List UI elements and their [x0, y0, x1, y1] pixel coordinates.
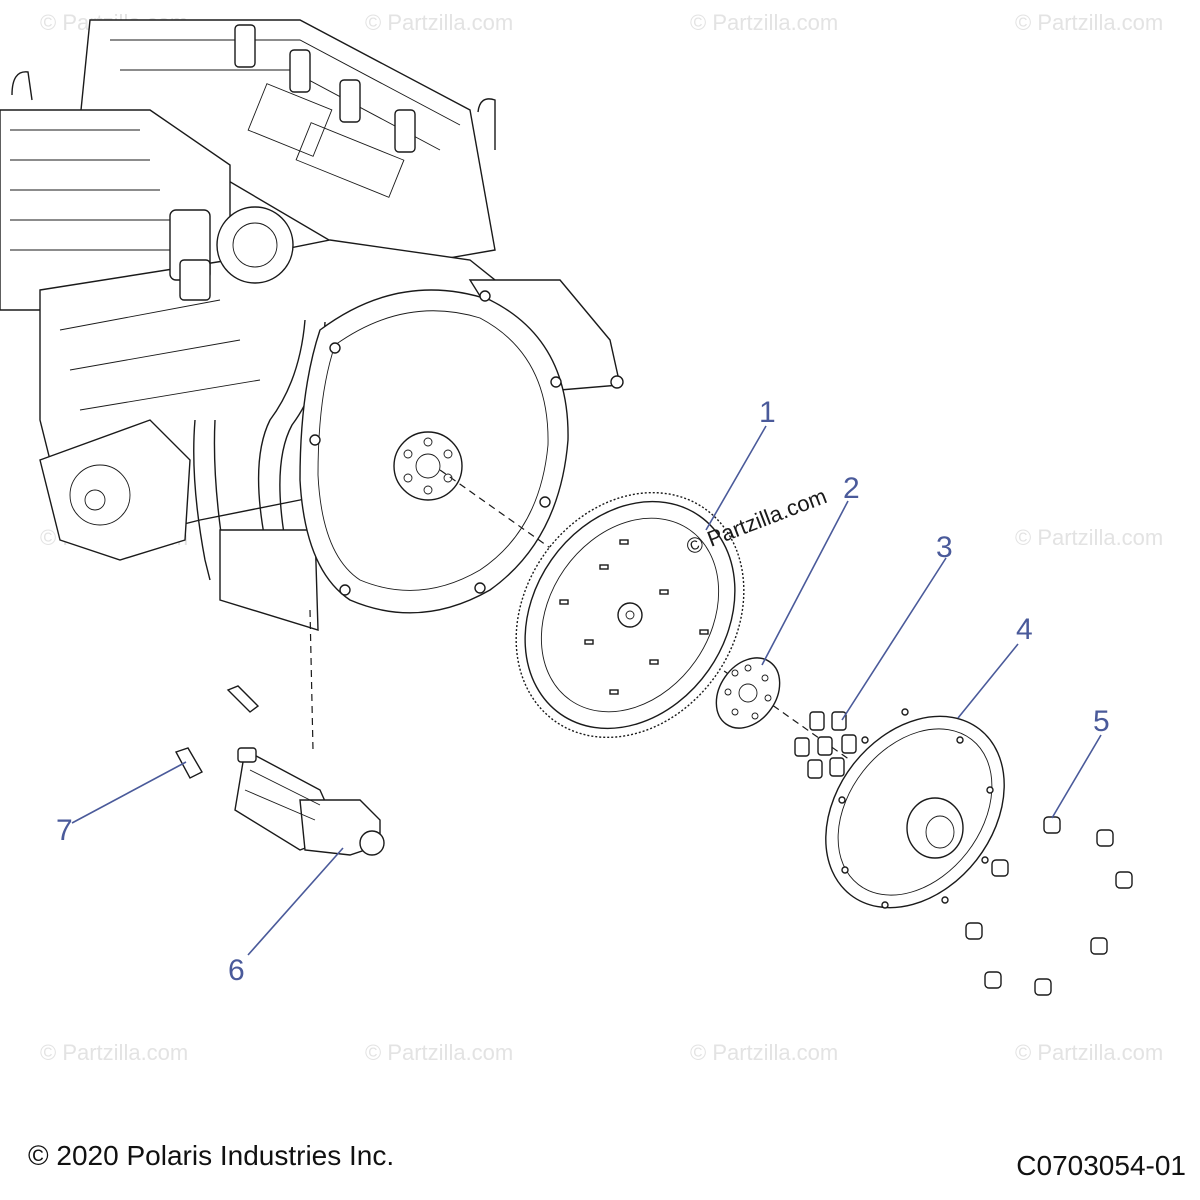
watermark: © Partzilla.com	[365, 1040, 513, 1065]
hub-nuts	[965, 816, 1133, 996]
watermark: © Partzilla.com	[1015, 525, 1163, 550]
coupler-hub	[825, 708, 1005, 909]
callout-3: 3	[936, 531, 953, 564]
callouts: 1 2 3 4 5 6 7	[56, 396, 1110, 987]
watermark: © Partzilla.com	[690, 10, 838, 35]
watermark: © Partzilla.com	[365, 10, 513, 35]
copyright-notice: © 2020 Polaris Industries Inc.	[28, 1140, 395, 1171]
callout-6: 6	[228, 954, 245, 987]
starter-bolts	[174, 685, 260, 779]
watermark: © Partzilla.com	[1015, 10, 1163, 35]
starter-center-line	[309, 609, 314, 751]
callout-2: 2	[843, 472, 860, 505]
callout-1: 1	[759, 396, 776, 429]
watermark: © Partzilla.com	[1015, 1040, 1163, 1065]
engine-assembly	[0, 19, 624, 631]
adapter-plate	[715, 657, 781, 729]
starter-motor	[234, 747, 385, 856]
leader-lines	[71, 425, 1102, 956]
watermark: © Partzilla.com	[40, 1040, 188, 1065]
callout-7: 7	[56, 814, 73, 847]
callout-4: 4	[1016, 613, 1033, 646]
watermark: © Partzilla.com	[690, 1040, 838, 1065]
flywheel	[515, 491, 745, 739]
flywheel-bolts	[794, 711, 857, 779]
callout-5: 5	[1093, 705, 1110, 738]
drawing-code: C0703054-01	[1016, 1150, 1186, 1181]
